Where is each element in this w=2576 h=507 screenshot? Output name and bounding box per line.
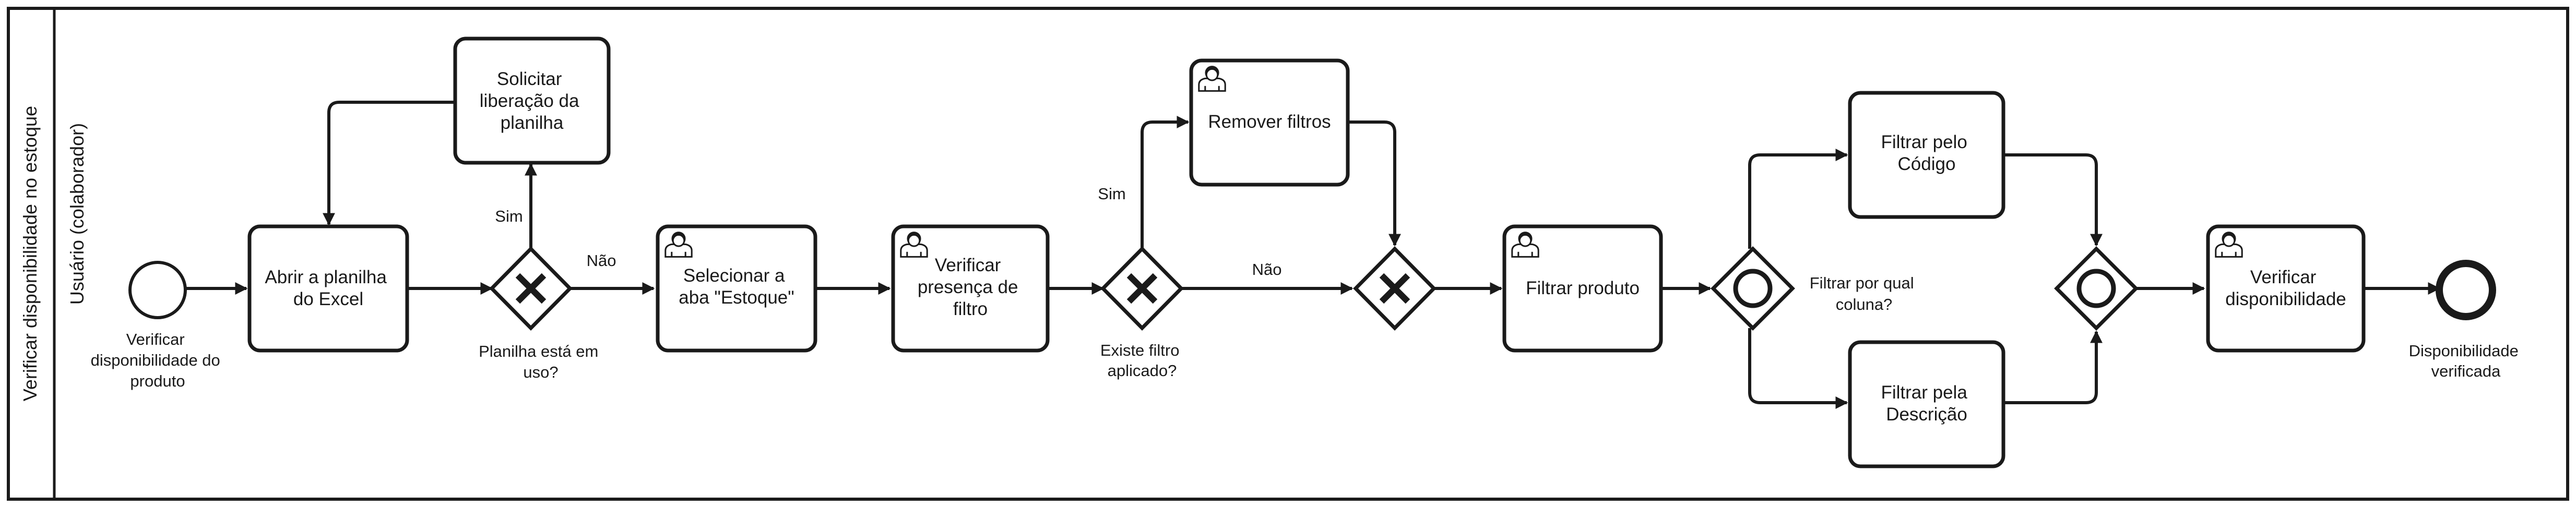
x-marker-icon <box>1379 273 1410 304</box>
flow-codigo-to-join <box>2003 153 2103 247</box>
flow-remover-to-merge <box>1348 120 1401 247</box>
gateway-join-coluna <box>2054 246 2139 331</box>
task-verificar-filtro: Verificar presença de filtro <box>891 224 1050 353</box>
user-task-icon <box>2215 232 2243 258</box>
user-task-icon <box>900 232 928 258</box>
pool-title: Verificar disponibilidade no estoque <box>19 106 41 401</box>
flow-label-nao-filtro: Não <box>1252 260 1282 279</box>
task-abrir-planilha: Abrir a planilha do Excel <box>247 224 409 353</box>
svg-text:Verificar disponibilidad: Verificar disponibilidade <box>2225 267 2346 309</box>
flow-label-sim-planilha: Sim <box>495 207 523 225</box>
task-selecionar-aba: Selecionar a aba "Estoque" <box>656 224 817 353</box>
x-marker-icon <box>515 273 547 304</box>
end-event-label: Disponibilidade verificada <box>2409 342 2523 380</box>
gateway-existe-filtro <box>1100 246 1184 331</box>
flow-gw-filtro-sim <box>1141 116 1190 249</box>
gateway-coluna-label: Filtrar por qual coluna? <box>1810 274 1918 313</box>
flow-label-nao-planilha: Não <box>587 251 616 270</box>
task-verificar-disponibilidade: Verificar disponibilidade <box>2206 224 2366 353</box>
gateway-merge-filtro <box>1353 246 1437 331</box>
gateway-filtrar-coluna <box>1711 246 1795 331</box>
svg-text:Abrir a planilha do Exce: Abrir a planilha do Excel <box>265 267 391 309</box>
svg-text:Verificar presença de: Verificar presença de filtro <box>918 255 1023 319</box>
svg-text:Filtrar produto: Filtrar produto <box>1526 278 1640 298</box>
gateway-filtro-label: Existe filtro aplicado? <box>1100 341 1184 380</box>
task-filtrar-produto: Filtrar produto <box>1502 224 1663 353</box>
gateway-planilha-em-uso <box>489 246 573 331</box>
x-marker-icon <box>1126 273 1158 304</box>
start-event <box>128 261 187 319</box>
user-task-icon <box>1198 66 1226 92</box>
flow-gw-coluna-to-codigo <box>1748 149 1848 249</box>
task-filtrar-codigo: Filtrar pelo Código <box>1848 91 2005 219</box>
user-task-icon <box>664 232 693 258</box>
lane-title: Usuário (colaborador) <box>66 123 88 305</box>
task-solicitar-liberacao: Solicitar liberação da planilha <box>453 37 611 165</box>
svg-text:Selecionar a aba "Estoqu: Selecionar a aba "Estoque" <box>679 265 794 308</box>
gateway-planilha-label: Planilha está em uso? <box>479 342 603 381</box>
sequence-flows <box>185 101 2441 409</box>
svg-text:Solicitar liberação da: Solicitar liberação da planilha <box>480 69 584 133</box>
user-task-icon <box>1511 232 1539 258</box>
circle-marker-icon <box>2076 269 2116 308</box>
svg-text:Remover filtros: Remover filtros <box>1208 112 1331 132</box>
flow-descricao-to-join <box>2003 330 2103 404</box>
flow-label-sim-filtro: Sim <box>1098 185 1125 203</box>
task-filtrar-descricao: Filtrar pela Descrição <box>1848 340 2005 468</box>
task-remover-filtros: Remover filtros <box>1189 58 1350 187</box>
svg-text:Filtrar pelo Código: Filtrar pelo Código <box>1881 132 1972 174</box>
svg-text:Filtrar pela Descrição: Filtrar pela Descrição <box>1881 382 1972 425</box>
circle-marker-icon <box>1733 269 1773 308</box>
start-event-label: Verificar disponibilidade do produto <box>91 330 225 390</box>
flow-solicitar-to-abrir <box>323 101 455 226</box>
end-event <box>2436 260 2496 320</box>
flow-gw-coluna-to-descricao <box>1748 328 1848 409</box>
